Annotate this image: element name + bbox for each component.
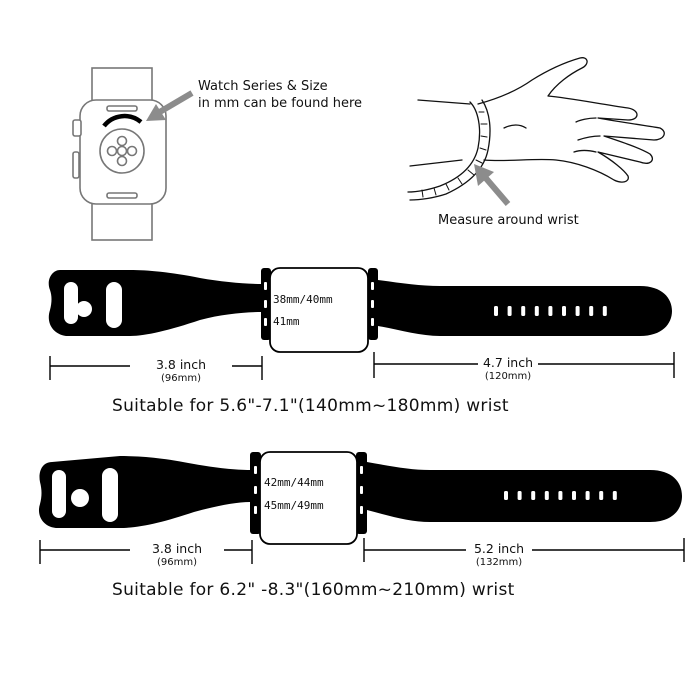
large-band-connector-slot bbox=[360, 486, 363, 494]
small-band-hole bbox=[534, 306, 539, 316]
large-band-hole bbox=[612, 491, 617, 500]
large-band-size-1: 42mm/44mm bbox=[264, 476, 324, 489]
small-band-left-length: 3.8 inch bbox=[155, 357, 207, 372]
small-band-hole bbox=[548, 306, 553, 316]
small-band-hole bbox=[575, 306, 580, 316]
large-band-connector-slot bbox=[360, 506, 363, 514]
large-band-dimension-lines bbox=[39, 538, 685, 564]
small-band-hole bbox=[602, 306, 607, 316]
small-band-hole bbox=[494, 306, 498, 316]
small-band-connector-slot bbox=[264, 300, 267, 308]
large-band-hole bbox=[504, 491, 508, 500]
large-band-connector-slot bbox=[254, 466, 257, 474]
small-band-size-1: 38mm/40mm bbox=[273, 293, 333, 306]
wrist-pointer-arrow-icon bbox=[474, 164, 511, 206]
large-band-hole bbox=[585, 491, 590, 500]
large-band-right-length: 5.2 inch bbox=[473, 541, 525, 556]
large-band-hole bbox=[517, 491, 522, 500]
small-band-right-length-mm: (120mm) bbox=[484, 371, 532, 382]
watch-callout-line1: Watch Series & Size bbox=[198, 79, 328, 94]
small-band-hole bbox=[562, 306, 566, 316]
small-band-connector-slot bbox=[264, 318, 267, 326]
small-band-size-2: 41mm bbox=[273, 315, 300, 328]
small-band-hole bbox=[521, 306, 526, 316]
large-band-suitable-text: Suitable for 6.2" -8.3"(160mm~210mm) wri… bbox=[112, 580, 515, 600]
large-band-connector-slot bbox=[360, 466, 363, 474]
large-band-holes bbox=[254, 466, 617, 514]
large-band-hole bbox=[599, 491, 604, 500]
small-band-holes bbox=[264, 282, 607, 326]
large-band-hole bbox=[558, 491, 563, 500]
large-band-hole bbox=[531, 491, 536, 500]
large-band-left-length: 3.8 inch bbox=[151, 541, 203, 556]
large-band-graphic bbox=[38, 451, 682, 545]
small-band-connector-slot bbox=[264, 282, 267, 290]
large-band-size-2: 45mm/49mm bbox=[264, 499, 324, 512]
large-band-connector-slot bbox=[254, 486, 257, 494]
watch-pointer-arrow-icon bbox=[146, 90, 194, 121]
small-band-connector-slot bbox=[371, 282, 374, 290]
small-band-connector-slot bbox=[371, 318, 374, 326]
small-band-hole bbox=[589, 306, 594, 316]
small-band-hole bbox=[507, 306, 512, 316]
hand-measure-icon bbox=[407, 57, 665, 201]
large-band-hole bbox=[572, 491, 576, 500]
large-band-right-length-mm: (132mm) bbox=[475, 557, 523, 568]
large-band-left-length-mm: (96mm) bbox=[156, 557, 197, 568]
large-band-hole bbox=[544, 491, 549, 500]
watch-callout-line2: in mm can be found here bbox=[198, 96, 362, 111]
small-band-left-length-mm: (96mm) bbox=[160, 373, 201, 384]
wrist-callout: Measure around wrist bbox=[438, 213, 579, 228]
small-band-right-length: 4.7 inch bbox=[482, 355, 534, 370]
small-band-connector-slot bbox=[371, 300, 374, 308]
watch-back-icon bbox=[72, 67, 167, 241]
small-band-dimension-lines bbox=[49, 352, 675, 380]
small-band-suitable-text: Suitable for 5.6"-7.1"(140mm~180mm) wris… bbox=[112, 396, 509, 416]
large-band-connector-slot bbox=[254, 506, 257, 514]
